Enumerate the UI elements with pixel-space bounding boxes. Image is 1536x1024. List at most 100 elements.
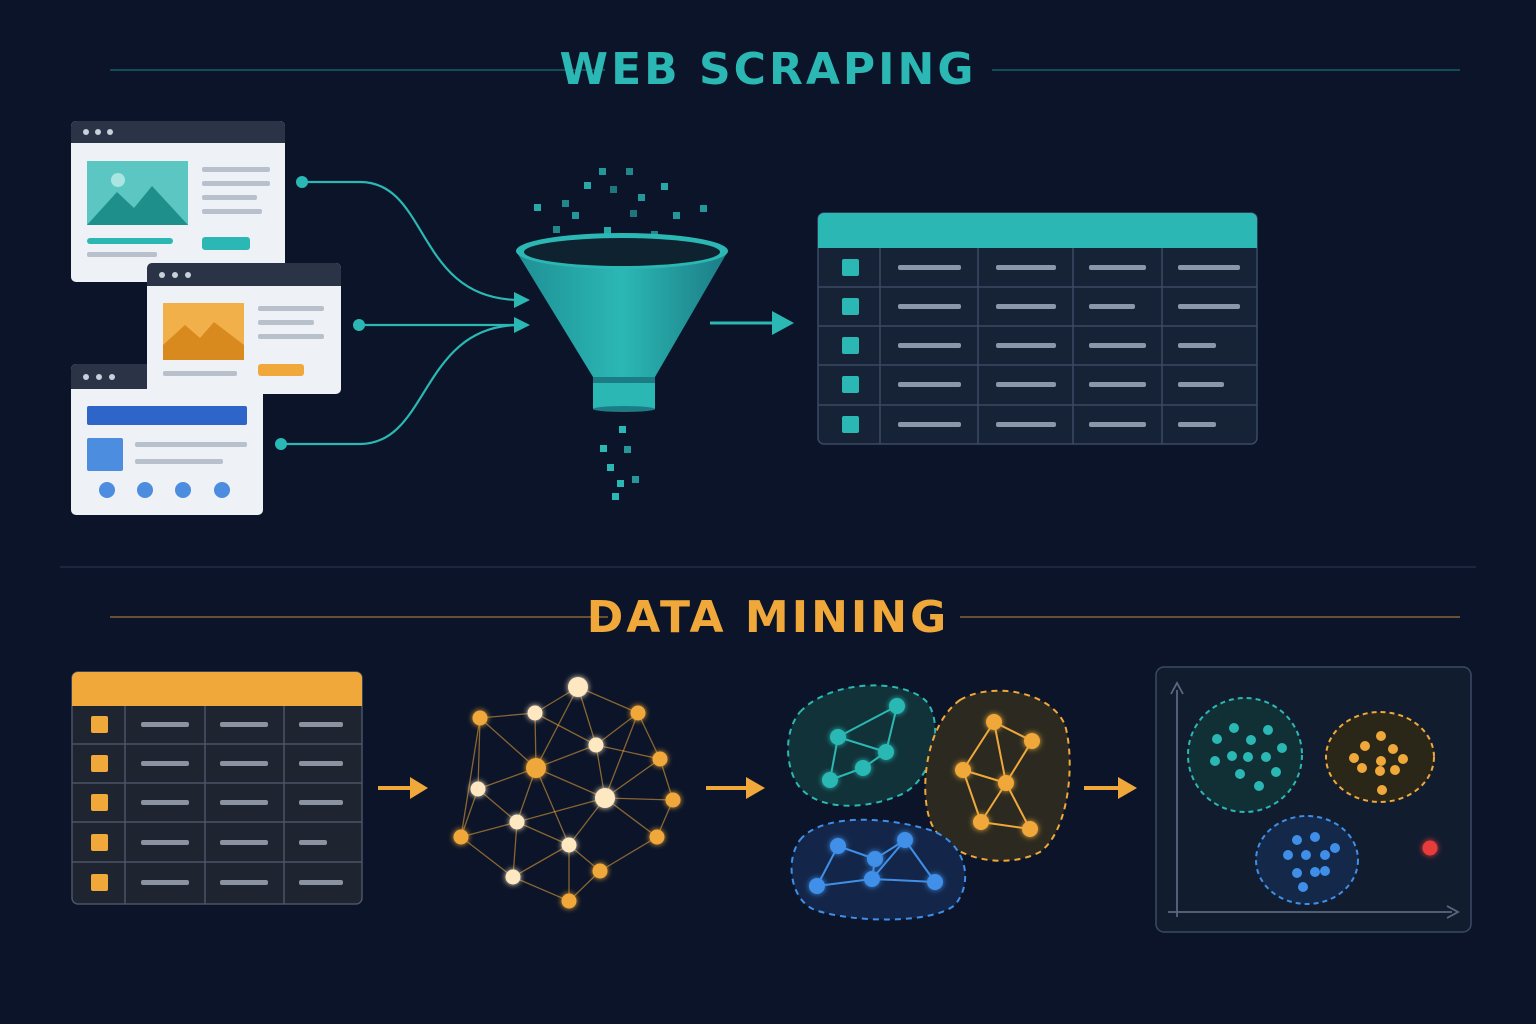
arrow-right-icon (514, 317, 530, 333)
cluster-edge (871, 878, 936, 883)
graph-node (588, 737, 604, 753)
scatter-point (1283, 850, 1293, 860)
arrow-right-icon (706, 777, 765, 799)
cluster-node (830, 729, 846, 745)
graph-edge (460, 836, 514, 878)
scatter-point (1310, 867, 1320, 877)
cluster-edge (816, 878, 873, 887)
cluster-node (878, 744, 894, 760)
cluster-edge (837, 736, 887, 753)
outlier-point (1422, 840, 1438, 856)
cluster-node (889, 698, 905, 714)
data-mining-title: DATA MINING (586, 592, 950, 643)
browser-window-icon (71, 121, 285, 282)
graph-node (568, 677, 588, 697)
scatter-point (1235, 769, 1245, 779)
cluster-node (830, 838, 846, 854)
graph-edge (637, 712, 661, 760)
graph-node (592, 863, 608, 879)
web-scraping-title: WEB SCRAPING (559, 44, 977, 95)
scatter-point (1229, 723, 1239, 733)
connector-dot (275, 438, 287, 450)
scatter-plot-icon (1155, 666, 1472, 933)
graph-node (527, 705, 543, 721)
cluster-edge (993, 721, 1007, 784)
cluster-node (864, 871, 880, 887)
data-particles-out (600, 426, 639, 500)
cluster-node (927, 874, 943, 890)
cluster-edge (871, 839, 906, 880)
connector-dot (296, 176, 308, 188)
graph-edge (604, 758, 661, 799)
graph-node (561, 893, 577, 909)
cluster-node (1022, 821, 1038, 837)
scatter-points (1210, 723, 1438, 892)
image-placeholder-icon (163, 303, 244, 360)
scatter-point (1227, 751, 1237, 761)
arrow-right-icon (378, 777, 428, 799)
graph-edge (477, 767, 537, 790)
graph-edge (595, 712, 639, 746)
scatter-point (1271, 767, 1281, 777)
scatter-point (1246, 735, 1256, 745)
scatter-point (1292, 835, 1302, 845)
graph-edge (595, 744, 661, 760)
graph-node (595, 788, 615, 808)
graph-edge (516, 797, 606, 823)
table-icon (71, 671, 363, 905)
cluster-edge (837, 705, 898, 738)
graph-edge (535, 767, 606, 799)
cluster-edge (1005, 740, 1033, 784)
cluster-node (998, 775, 1014, 791)
graph-edge (512, 821, 518, 878)
graph-edge (477, 788, 518, 823)
graph-node (505, 869, 521, 885)
graph-edge (516, 821, 570, 846)
cluster-edge (962, 721, 995, 771)
graph-edge (577, 686, 597, 746)
cluster-node (822, 772, 838, 788)
cluster-graphs (809, 698, 1040, 894)
funnel-icon (516, 233, 728, 412)
graph-node (470, 781, 486, 797)
scatter-point (1292, 868, 1302, 878)
cluster-node (867, 851, 883, 867)
graph-edge (512, 844, 570, 878)
arrow-right-icon (1084, 777, 1137, 799)
scatter-point (1310, 832, 1320, 842)
scatter-point (1388, 744, 1398, 754)
cluster-edge (962, 769, 982, 823)
network-graph-icon (453, 677, 681, 909)
graph-edge (460, 821, 518, 838)
graph-edge (460, 788, 479, 838)
scatter-point (1254, 781, 1264, 791)
scatter-point (1243, 752, 1253, 762)
scatter-point (1277, 743, 1287, 753)
graph-node (649, 829, 665, 845)
scatter-point (1377, 785, 1387, 795)
graph-edge (535, 744, 597, 769)
scatter-point (1263, 725, 1273, 735)
graph-edge (479, 712, 536, 719)
scatter-point (1298, 882, 1308, 892)
cluster-edge (980, 821, 1031, 830)
graph-node (509, 814, 525, 830)
scatter-point (1360, 741, 1370, 751)
scatter-point (1375, 766, 1385, 776)
graph-edge (535, 686, 579, 769)
cluster-node (986, 714, 1002, 730)
graph-node (526, 758, 546, 778)
scrape-connectors (281, 180, 521, 446)
graph-node (472, 710, 488, 726)
image-placeholder-icon (87, 161, 188, 225)
graph-node (453, 829, 469, 845)
scatter-point (1212, 734, 1222, 744)
scatter-point (1398, 754, 1408, 764)
connector-dot (353, 319, 365, 331)
graph-node (652, 751, 668, 767)
cluster-node (1024, 733, 1040, 749)
graph-edge (604, 797, 674, 801)
graph-edge (604, 712, 639, 799)
graph-node (630, 705, 646, 721)
